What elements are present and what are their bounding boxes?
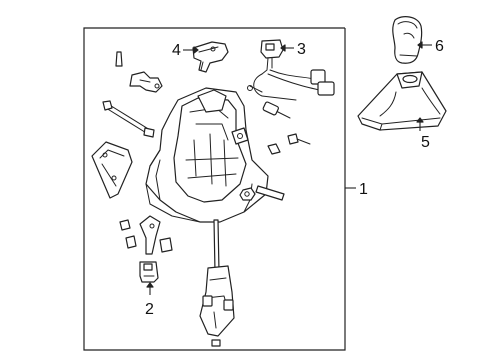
callout-2-label: 2 — [145, 301, 154, 318]
part-5-shift-boot — [357, 71, 447, 131]
callout-5-label: 5 — [421, 134, 430, 151]
part-block-small — [159, 237, 173, 253]
part-nut — [239, 187, 256, 201]
part-side-bracket — [91, 141, 133, 199]
callout-3-label: 3 — [297, 41, 306, 58]
part-bolt-long — [102, 100, 155, 138]
assembly-frame — [83, 27, 346, 351]
part-pin-small-2 — [125, 235, 137, 249]
callout-6-label: 6 — [435, 38, 444, 55]
part-3-sensor-harness — [247, 39, 335, 119]
callout-4: 4 — [172, 42, 199, 59]
part-pin-small-1 — [119, 219, 131, 231]
callout-3: 3 — [280, 41, 306, 58]
part-shift-rod — [199, 219, 235, 347]
part-bolt-small — [267, 133, 311, 155]
part-small-pin — [115, 51, 123, 67]
part-4-bracket — [192, 41, 229, 73]
part-2-switch — [139, 261, 159, 283]
part-lever-small — [139, 215, 161, 255]
part-small-clip — [129, 71, 163, 93]
callout-4-label: 4 — [172, 42, 181, 59]
callout-5: 5 — [416, 117, 430, 151]
callout-1: 1 — [345, 181, 368, 198]
part-cable-end — [255, 185, 285, 201]
part-6-shift-knob — [392, 16, 423, 64]
callout-2: 2 — [145, 282, 154, 318]
callout-1-label: 1 — [359, 181, 368, 198]
part-1-shifter-housing — [145, 87, 269, 223]
callout-6: 6 — [417, 38, 444, 55]
